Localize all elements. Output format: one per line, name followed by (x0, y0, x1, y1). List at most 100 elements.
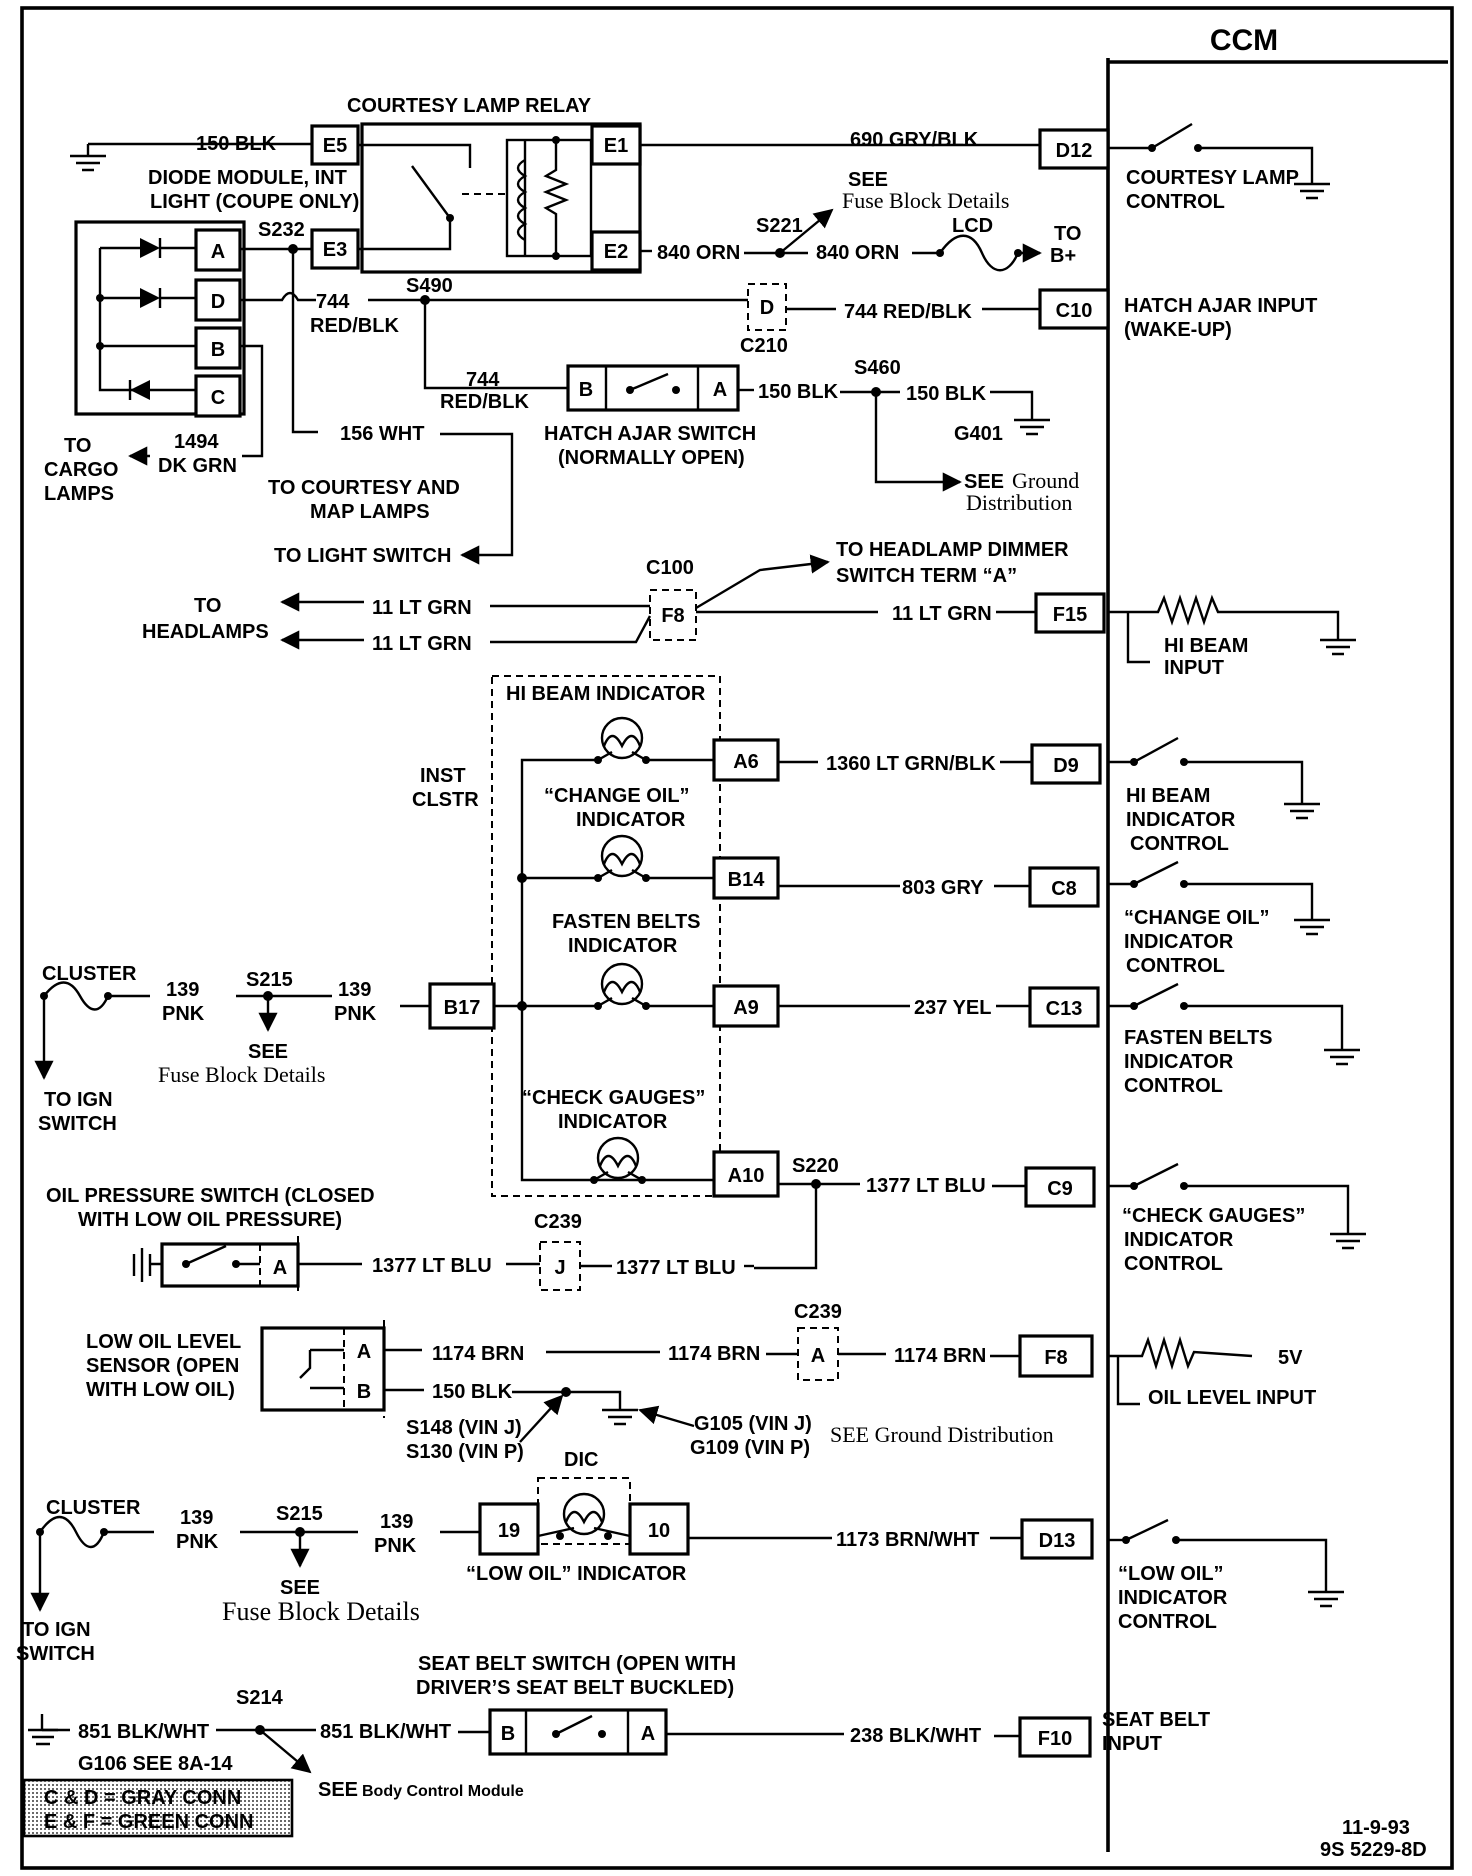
wire-139-d: 139 (380, 1511, 413, 1533)
cluster-pin-b17: B17 (444, 997, 481, 1019)
to-bplus-to: TO (1054, 223, 1081, 245)
seat-pin-b: B (501, 1723, 515, 1745)
oil-level-label-1: LOW OIL LEVEL (86, 1331, 241, 1353)
bulb-gauges-icon (590, 1136, 646, 1184)
relay-pin-e3: E3 (323, 239, 347, 261)
inst-clstr-1: INST (420, 765, 466, 787)
wire-139-c-color: PNK (176, 1531, 219, 1553)
c239-label-a: C239 (534, 1211, 582, 1233)
low-oil-indicator-label: “LOW OIL” INDICATOR (466, 1563, 687, 1585)
ccm-label-belts-1: FASTEN BELTS (1124, 1027, 1273, 1049)
wire-1377-b: 1377 LT BLU (616, 1257, 736, 1279)
diagram-date: 11-9-93 (1342, 1817, 1410, 1839)
fuse-block-3: Fuse Block Details (222, 1597, 420, 1626)
see-fuse-2: SEE (248, 1041, 288, 1063)
cluster-ign-feed-upper: CLUSTER TO IGN SWITCH 139 PNK S215 SEE F… (34, 963, 430, 1135)
relay-title: COURTESY LAMP RELAY (347, 95, 592, 117)
oil-pressure-switch: OIL PRESSURE SWITCH (CLOSED WITH LOW OIL… (46, 1185, 754, 1294)
lcd-label: LCD (952, 215, 993, 237)
splice-s221: S221 (756, 215, 803, 237)
relay-pin-e1: E1 (604, 135, 628, 157)
splice-s460: S460 (854, 357, 901, 379)
wire-150blk-g401: 150 BLK (906, 383, 987, 405)
wire-1174-c: 1174 BRN (894, 1345, 986, 1367)
wire-744-b-color: RED/BLK (440, 391, 529, 413)
fuse-block-2: Fuse Block Details (158, 1062, 325, 1087)
wire-150blk-sensor: 150 BLK (432, 1381, 513, 1403)
see-ground-a: SEE (964, 471, 1004, 493)
ccm-label-hatch-2: (WAKE-UP) (1124, 319, 1232, 341)
dimmer-label-2: SWITCH TERM “A” (836, 565, 1017, 587)
ccm-label-seatbelt-2: INPUT (1102, 1733, 1162, 1755)
diagram-code: 9S 5229-8D (1320, 1839, 1427, 1861)
to-courtesy-map-1: TO COURTESY AND (268, 477, 460, 499)
ccm-title: CCM (1210, 24, 1278, 57)
instrument-cluster: INST CLSTR HI BEAM INDICATOR “CHANGE OIL… (412, 675, 780, 1198)
hatch-switch-label-1: HATCH AJAR SWITCH (544, 423, 756, 445)
seat-switch-label-2: DRIVER’S SEAT BELT BUCKLED) (416, 1677, 734, 1699)
splice-s232-group: S232 156 WHT TO COURTESY AND MAP LAMPS T… (240, 219, 514, 567)
wire-139-b-color: PNK (334, 1003, 377, 1025)
wire-744-redblk: 744 RED/BLK (844, 301, 972, 323)
splice-s130: S130 (VIN P) (406, 1441, 524, 1463)
wire-139-d-color: PNK (374, 1535, 417, 1557)
wire-1494: 1494 (174, 431, 219, 453)
ccm-label-hibeam-in-2: INPUT (1164, 657, 1224, 679)
wire-840-a: 840 ORN (657, 242, 740, 264)
wire-156: 156 WHT (340, 423, 424, 445)
cluster-label-b: CLUSTER (46, 1497, 141, 1519)
to-headlamps-1: TO (194, 595, 221, 617)
diode-pin-a: A (211, 241, 225, 263)
to-ign-b-1: TO IGN (22, 1619, 91, 1641)
ccm-module: CCM (1106, 24, 1448, 1852)
lcd-feed: 840 ORN S221 SEE Fuse Block Details 840 … (640, 169, 1081, 272)
inst-clstr-2: CLSTR (412, 789, 479, 811)
wire-11-b: 11 LT GRN (372, 633, 472, 655)
to-headlamps-2: HEADLAMPS (142, 621, 269, 643)
bulb-belts-icon (594, 962, 714, 1010)
wire-237: 237 YEL (914, 997, 991, 1019)
to-bplus: B+ (1050, 245, 1076, 267)
wire-851-b: 851 BLK/WHT (320, 1721, 451, 1743)
wire-238: 238 BLK/WHT (850, 1725, 981, 1747)
c239-pin-a: A (811, 1345, 825, 1367)
ccm-label-hibeam-ind-2: INDICATOR (1126, 809, 1236, 831)
dic-pin-10: 10 (648, 1520, 670, 1542)
cluster-chgoil-2: INDICATOR (576, 809, 686, 831)
wire-1174-b: 1174 BRN (668, 1343, 760, 1365)
ccm-label-5v: 5V (1278, 1347, 1303, 1369)
ccm-label-belts-2: INDICATOR (1124, 1051, 1234, 1073)
diode-pin-c: C (211, 387, 225, 409)
wire-803: 803 GRY (902, 877, 984, 899)
ccm-label-chgoil-2: INDICATOR (1124, 931, 1234, 953)
ground-dist-a-1: Ground (1012, 468, 1079, 493)
c210-label: C210 (740, 335, 788, 357)
oil-level-label-3: WITH LOW OIL) (86, 1379, 235, 1401)
ground-g109: G109 (VIN P) (690, 1437, 810, 1459)
cluster-gauges-1: “CHECK GAUGES” (522, 1087, 705, 1109)
wire-1173: 1173 BRN/WHT (836, 1529, 979, 1551)
wire-139-a-color: PNK (162, 1003, 205, 1025)
ccm-label-seatbelt-1: SEAT BELT (1102, 1709, 1210, 1731)
hatch-switch-label-2: (NORMALLY OPEN) (558, 447, 745, 469)
ccm-d12: D12 COURTESY LAMP CONTROL (1038, 122, 1330, 213)
wire-150blk-hatch: 150 BLK (758, 381, 839, 403)
cluster-belts-2: INDICATOR (568, 935, 678, 957)
wire-1377-a: 1377 LT BLU (372, 1255, 492, 1277)
dic-pin-19: 19 (498, 1520, 520, 1542)
ccm-label-lowoil-3: CONTROL (1118, 1611, 1217, 1633)
see-bcm-see: SEE (318, 1779, 358, 1801)
seat-pin-a: A (641, 1723, 655, 1745)
c100-label: C100 (646, 557, 694, 579)
splice-s215-a: S215 (246, 969, 293, 991)
fuse-block-1: Fuse Block Details (842, 188, 1009, 213)
wire-744-group: 744 RED/BLK S490 744 RED/BLK D C210 744 … (240, 275, 1317, 413)
cluster-pin-a6: A6 (733, 751, 759, 773)
wire-11-a: 11 LT GRN (372, 597, 472, 619)
ground-dist-a-2: Distribution (966, 490, 1072, 515)
bulb-chgoil-icon (594, 834, 714, 882)
splice-s490: S490 (406, 275, 453, 297)
hatch-pin-a: A (713, 379, 727, 401)
ccm-pin-d12: D12 (1056, 140, 1093, 162)
